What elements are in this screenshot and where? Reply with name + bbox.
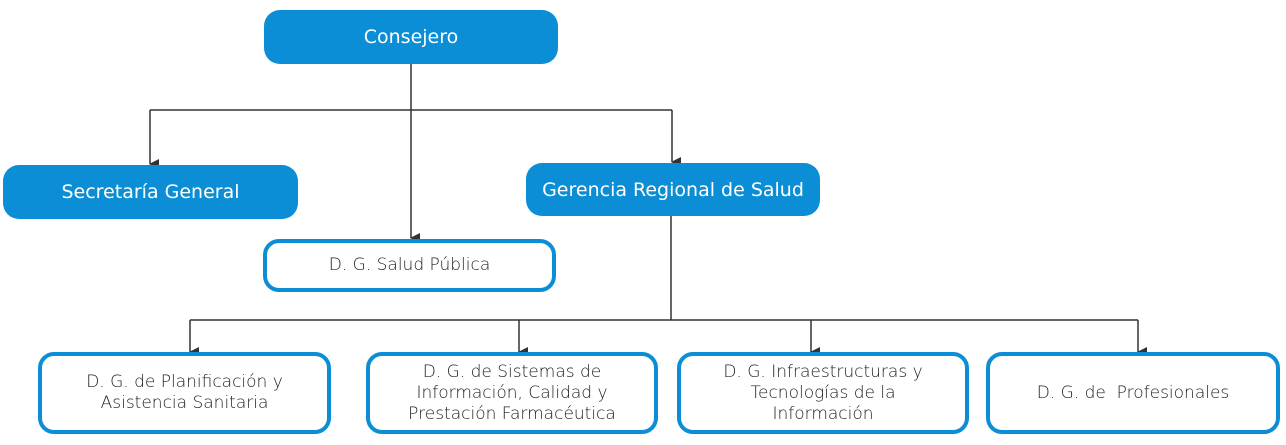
- node-sistemas: D. G. de Sistemas de Información, Calida…: [366, 352, 658, 434]
- node-profesionales: D. G. de Profesionales: [986, 352, 1280, 434]
- node-label: D. G. Infraestructuras y Tecnologías de …: [723, 361, 923, 424]
- node-label: D. G. de Planificación y Asistencia Sani…: [86, 372, 283, 413]
- node-label: D. G. Salud Pública: [328, 255, 491, 275]
- node-gerencia-regional: Gerencia Regional de Salud: [526, 163, 820, 216]
- node-secretaria-general: Secretaría General: [3, 165, 298, 219]
- node-label: Secretaría General: [61, 181, 240, 203]
- node-planificacion: D. G. de Planificación y Asistencia Sani…: [38, 352, 331, 434]
- node-label: Consejero: [363, 26, 459, 48]
- node-salud-publica: D. G. Salud Pública: [263, 239, 556, 292]
- node-label: D. G. de Sistemas de Información, Calida…: [408, 361, 616, 424]
- node-label: D. G. de Profesionales: [1036, 382, 1230, 403]
- node-infraestructuras: D. G. Infraestructuras y Tecnologías de …: [677, 352, 969, 434]
- node-label: Gerencia Regional de Salud: [542, 178, 804, 201]
- node-consejero: Consejero: [264, 10, 558, 64]
